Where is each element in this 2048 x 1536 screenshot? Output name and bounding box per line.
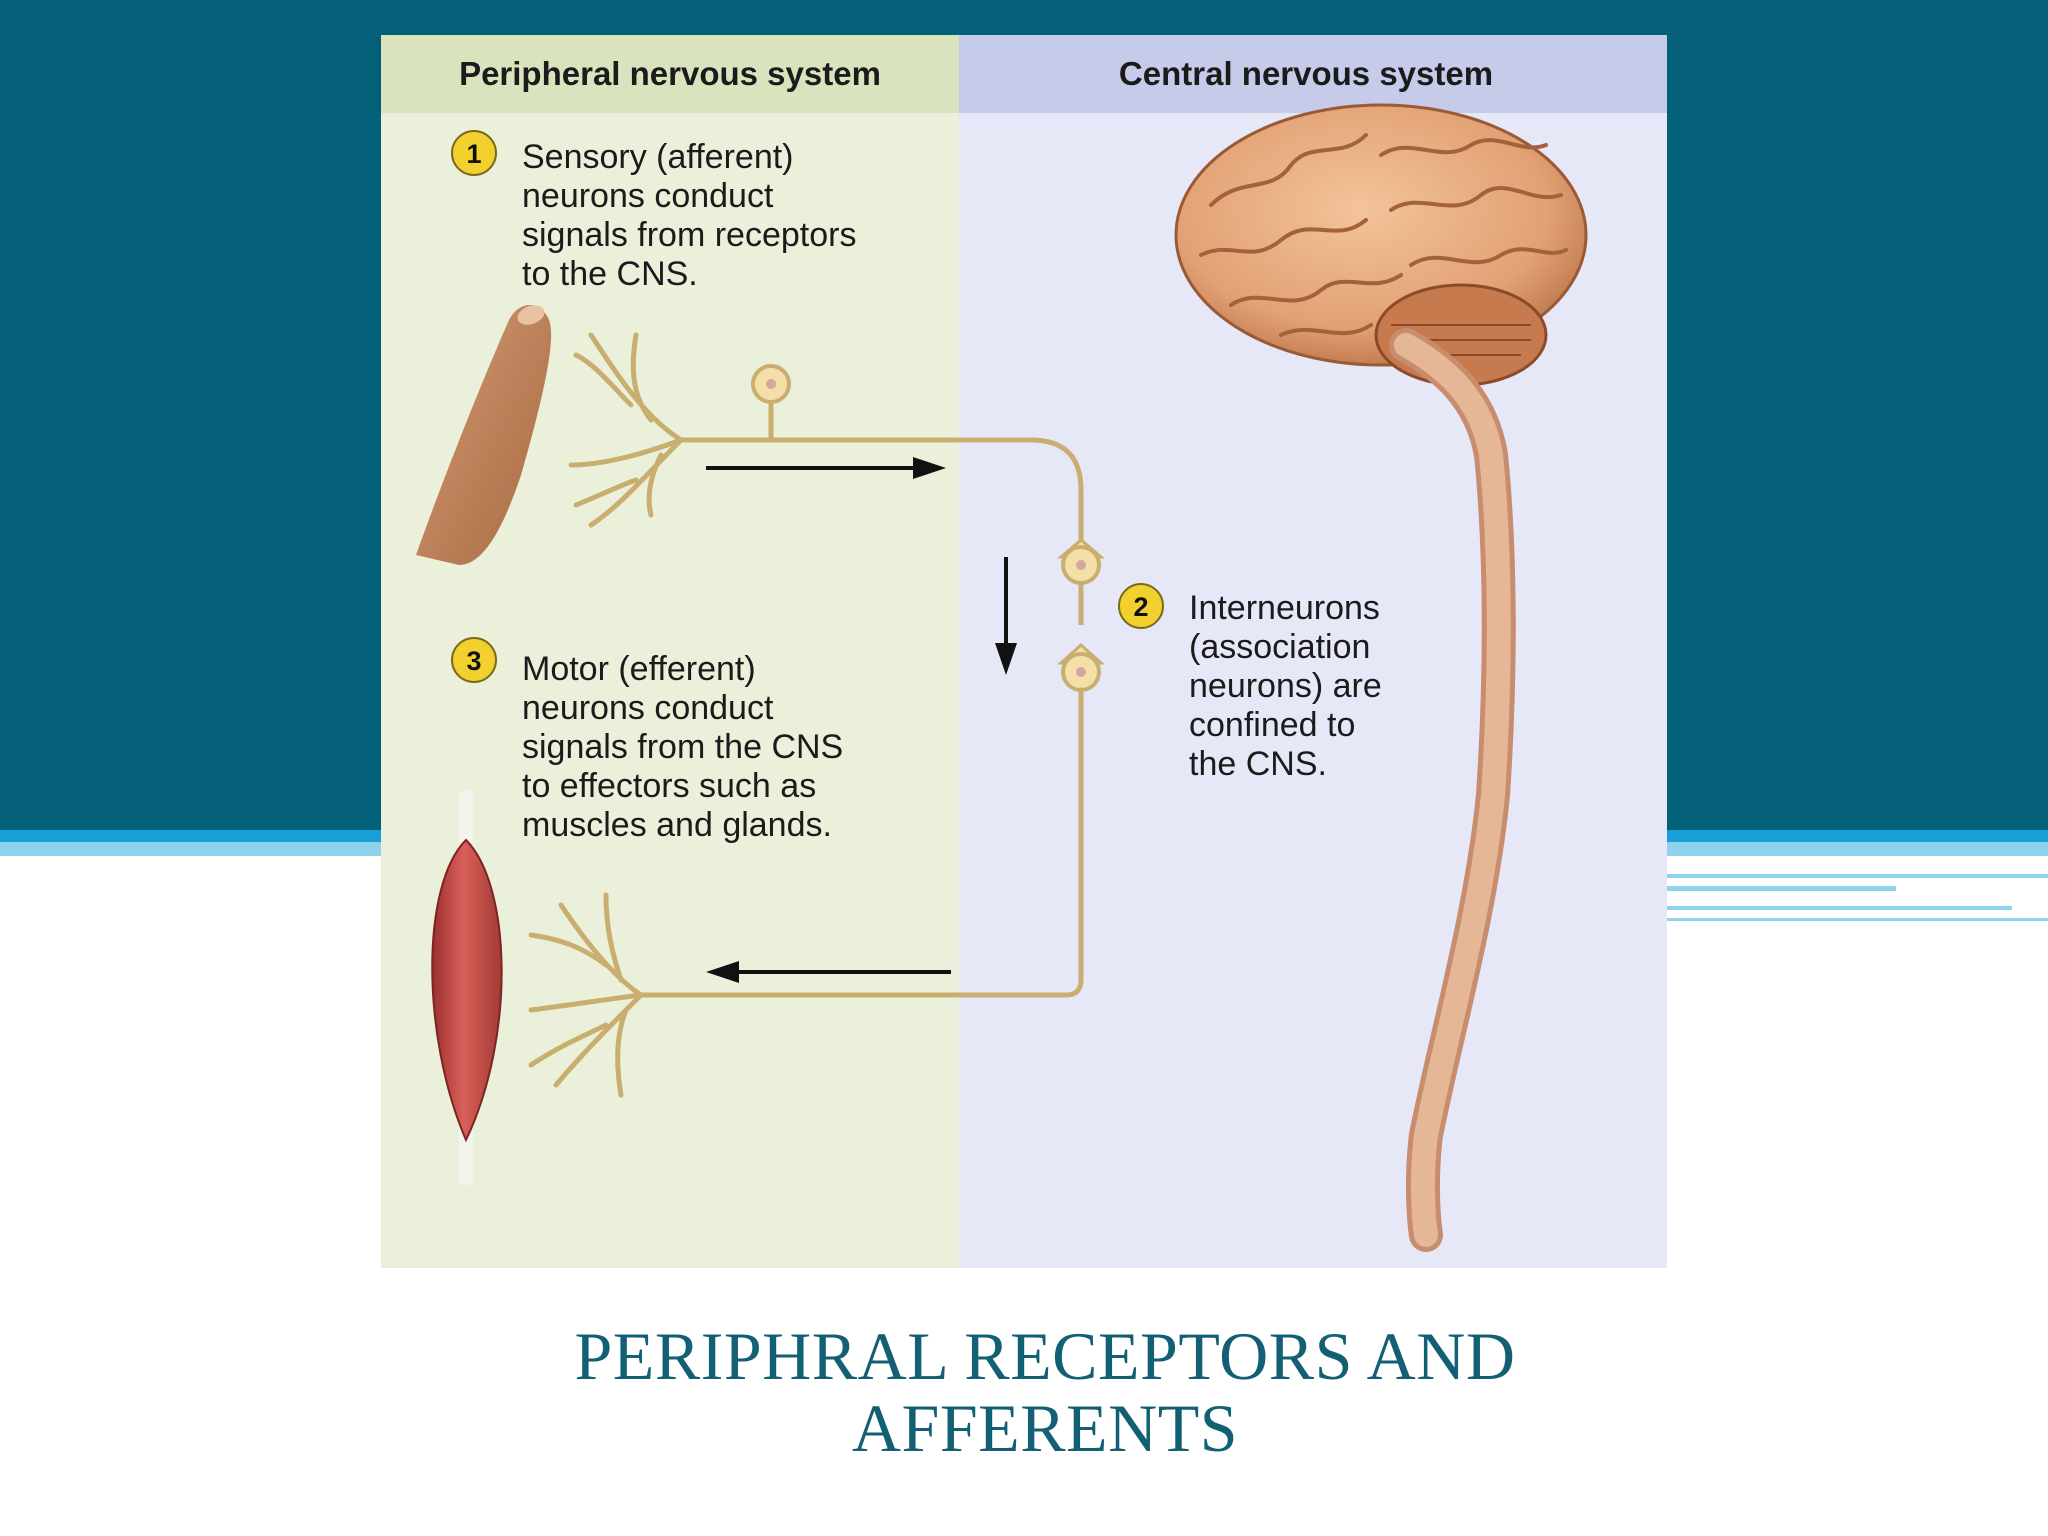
step-3-number: 3 xyxy=(466,646,481,676)
step-1-number: 1 xyxy=(466,139,481,169)
accent-stripe xyxy=(1660,906,2012,910)
cns-header: Central nervous system xyxy=(1119,55,1493,92)
cns-header-bar xyxy=(959,35,1667,113)
sensory-neuron-icon xyxy=(568,332,1084,543)
step-3-text: Motor (efferent) neurons conduct signals… xyxy=(522,650,853,844)
accent-stripe xyxy=(1660,886,1896,891)
step-2-text: Interneurons (association neurons) are c… xyxy=(1189,589,1391,783)
spinal-cord-icon xyxy=(1389,328,1516,1252)
interneuron-icon xyxy=(1056,538,1106,692)
muscle-icon xyxy=(431,790,503,1185)
motor-neuron-icon xyxy=(528,687,1084,1098)
slide-title-line: PERIPHRAL RECEPTORS AND xyxy=(574,1318,1516,1394)
step-3-badge xyxy=(451,637,497,683)
arrow-icon xyxy=(995,557,1017,675)
step-1-text: Sensory (afferent) neurons conduct signa… xyxy=(522,138,866,293)
step-2-badge xyxy=(1118,583,1164,629)
slide-title-line: AFFERENTS xyxy=(851,1390,1239,1466)
step-2-number: 2 xyxy=(1133,592,1148,622)
sensory-neuron-nucleus xyxy=(766,379,776,389)
pns-header-bar xyxy=(381,35,959,113)
finger-icon xyxy=(416,305,552,565)
pns-header: Peripheral nervous system xyxy=(459,55,881,92)
accent-stripe xyxy=(1660,856,2048,874)
step-1-badge xyxy=(451,130,497,176)
accent-stripe xyxy=(1660,874,2048,878)
accent-stripe xyxy=(1660,918,2048,921)
arrow-icon xyxy=(706,961,951,983)
nervous-system-diagram: Peripheral nervous system Central nervou… xyxy=(381,35,1667,1268)
slide-title: PERIPHRAL RECEPTORS AND AFFERENTS xyxy=(380,1320,1710,1464)
arrow-icon xyxy=(706,457,946,479)
